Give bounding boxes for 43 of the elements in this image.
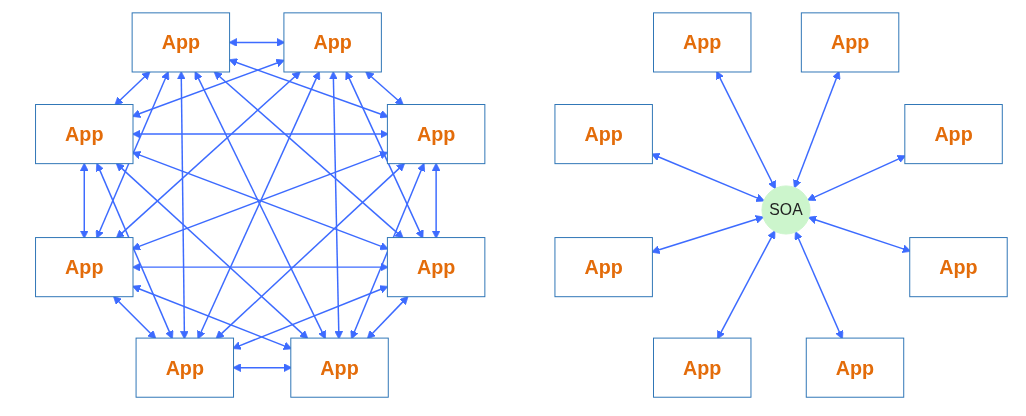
arrow [115,162,309,340]
node-box: App [653,337,752,398]
arrow [345,71,424,239]
arrow [95,71,170,239]
node-box: App [904,104,1003,165]
node-circle: SOA [761,185,811,235]
arrow [350,162,426,340]
node-box: App [35,237,134,298]
arrow [716,70,776,190]
arrow [114,71,151,106]
arrow [228,58,389,119]
arrow [115,71,301,239]
arrow [232,285,389,350]
arrow [651,152,765,202]
arrow [213,71,404,239]
node-box: App [135,337,235,398]
arrow [365,71,404,106]
arrow [79,162,89,239]
node-box: App [805,337,905,398]
node-box: App [35,104,134,165]
arrow [176,71,189,340]
arrow [793,70,841,189]
arrow [717,230,776,340]
arrow [651,215,765,254]
arrow [132,262,389,272]
node-box: App [909,237,1008,298]
arrow [431,162,441,239]
arrow [132,129,389,139]
arrow [366,295,409,340]
node-box: App [554,104,653,165]
arrow [794,231,844,340]
arrow [329,71,344,340]
node-box: App [653,12,752,73]
arrow [95,162,174,340]
node-box: App [131,12,231,73]
arrow [113,295,157,340]
arrow [215,162,406,340]
node-box: App [554,237,653,298]
node-box: App [386,104,486,165]
node-box: App [386,237,486,298]
node-box: App [290,337,389,398]
node-box: App [283,12,382,73]
node-box: App [800,12,900,73]
